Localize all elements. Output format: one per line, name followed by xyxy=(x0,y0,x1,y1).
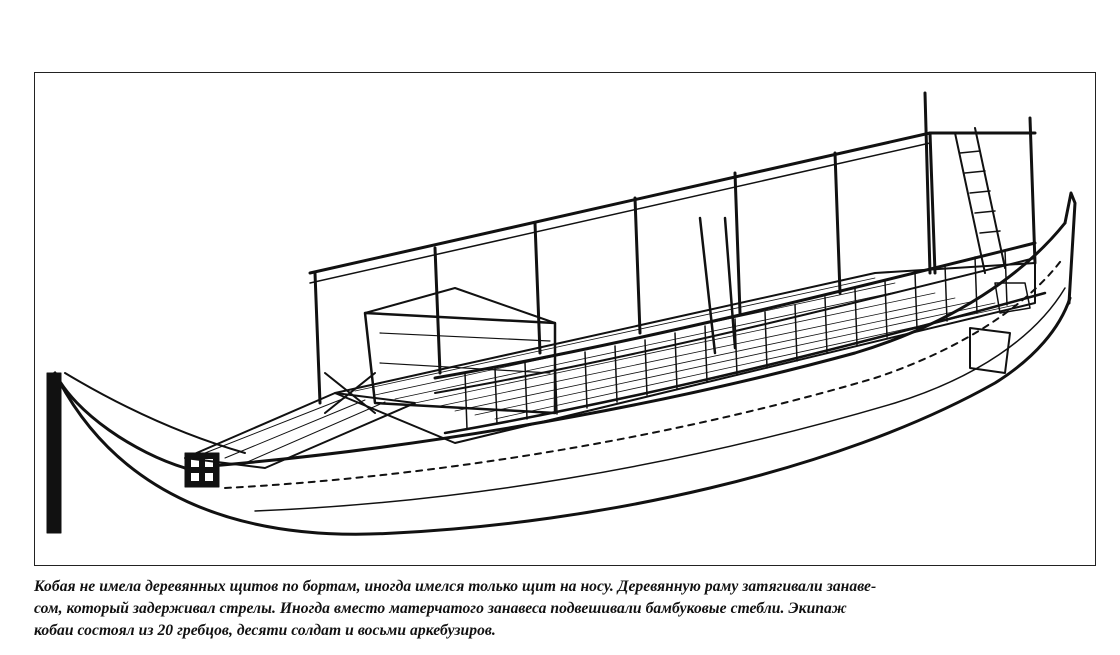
bow-pole xyxy=(46,372,62,534)
side-rail-top xyxy=(433,241,1037,380)
hull-bottom xyxy=(53,296,1072,536)
caption-line: сом, который задерживал стрелы. Иногда в… xyxy=(34,600,847,617)
rudder xyxy=(969,327,1011,374)
bow-cabin xyxy=(363,311,557,415)
main-deck xyxy=(334,262,1036,444)
hull-planking xyxy=(224,257,1064,489)
bow xyxy=(53,371,187,470)
figure-caption: Кобая не имела деревянных щитов по борта… xyxy=(34,576,1102,642)
caption-line: Кобая не имела деревянных щитов по борта… xyxy=(34,578,877,595)
stern-post xyxy=(1063,191,1077,305)
frame-posts xyxy=(313,91,1037,405)
caption-line: кобаи состоял из 20 гребцов, десяти солд… xyxy=(34,622,496,639)
boat-illustration xyxy=(46,91,1077,536)
hull-gunwale xyxy=(183,221,1067,470)
illustration-frame xyxy=(34,72,1096,566)
